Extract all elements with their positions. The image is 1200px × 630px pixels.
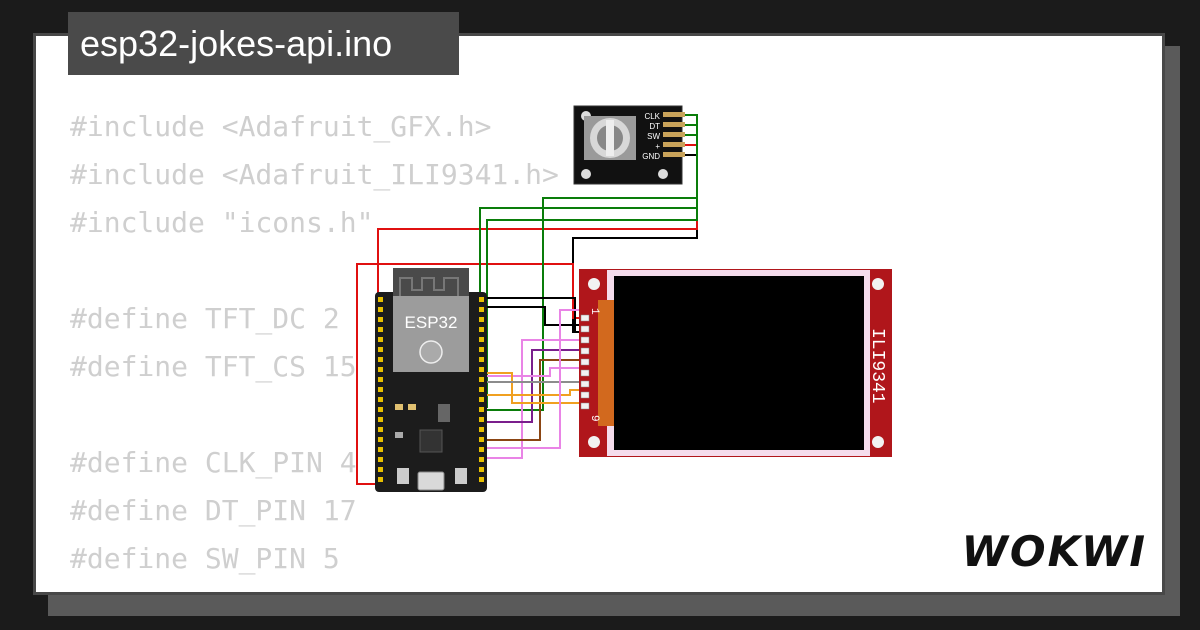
header-pin [663,122,685,127]
wokwi-logo[interactable]: WOKWI [962,527,1147,576]
mount-hole [588,278,600,290]
pin-number-last: 9 [588,415,600,422]
pin-label-gnd: GND [642,152,660,161]
header-pin [663,152,685,157]
rotary-encoder[interactable]: CLK DT SW + GND [573,105,685,185]
smd-component [408,404,416,410]
wire-display-vcc2 [482,309,585,449]
wire-display-miso [482,389,585,396]
wire-display-gnd [482,297,576,332]
esp32-right-pins [479,297,484,482]
pin-number-first: 1 [588,308,600,315]
esp32-devkit[interactable]: ESP32 [375,268,487,492]
pin-label-sw: SW [647,132,660,141]
wire-encoder-sw [486,134,698,408]
pin-label-dt: DT [649,122,660,131]
header-pin [663,142,685,147]
esp32-label: ESP32 [405,313,458,332]
wire-display-dc2 [482,359,585,441]
code-line: #define SW_PIN 5 [70,542,340,575]
regulator [438,404,450,422]
knob-shaft [606,120,614,156]
smd-component [395,404,403,410]
display-pins [580,314,590,410]
espressif-logo-icon [419,340,443,364]
flex-connector [598,300,614,426]
esp32-left-pins [378,297,383,482]
en-button[interactable] [397,468,409,484]
pin-label-clk: CLK [644,112,660,121]
mount-hole [658,169,668,179]
micro-usb-port[interactable] [417,471,445,491]
usb-chip [419,429,443,453]
mount-hole [588,436,600,448]
file-name-tab[interactable]: esp32-jokes-api.ino [68,12,459,75]
ili9341-display[interactable]: 1 9 ILI9341 [579,269,892,457]
wire-display-rst [482,349,585,423]
wire-encoder-dt [479,124,698,300]
header-pin [663,132,685,137]
display-label: ILI9341 [867,328,887,404]
code-line: #include "icons.h" [70,206,374,239]
wire-display-dc [482,306,585,326]
header-pin [663,112,685,117]
code-line: #define TFT_CS 15 [70,350,357,383]
pin-label-vcc: + [655,142,660,151]
boot-button[interactable] [455,468,467,484]
wires [356,114,698,485]
code-line: #include <Adafruit_GFX.h> [70,110,492,143]
antenna-trace [399,277,459,296]
wire-display-mosi [482,367,585,377]
smd-component [395,432,403,438]
code-line: #define CLK_PIN 4 [70,446,357,479]
code-line: #define DT_PIN 17 [70,494,357,527]
code-line: #include <Adafruit_ILI9341.h> [70,158,559,191]
mount-hole [581,169,591,179]
code-line: #define TFT_DC 2 [70,302,340,335]
wire-display-sck [482,372,585,404]
wire-display-cs [482,339,585,459]
display-screen [614,276,864,450]
mount-hole [872,278,884,290]
mount-hole [872,436,884,448]
